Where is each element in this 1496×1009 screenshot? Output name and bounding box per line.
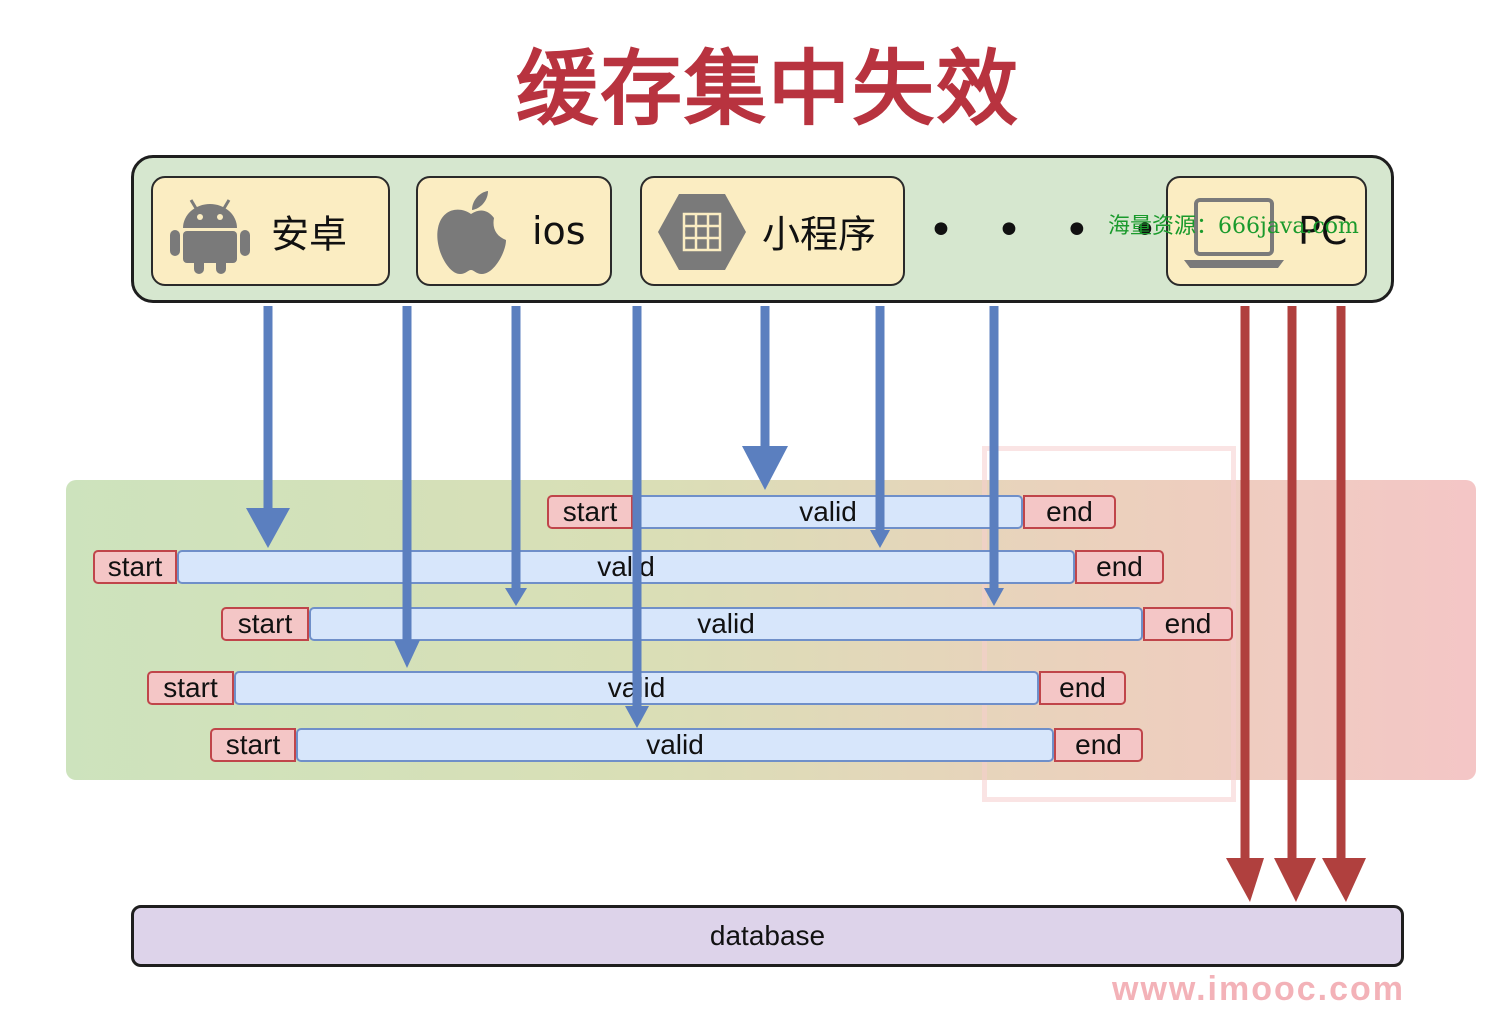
cache-hit-arrowhead — [984, 588, 1004, 606]
client-ios: ios — [416, 176, 612, 286]
client-label-mini-program: 小程序 — [762, 212, 877, 257]
cache-entry-row: start valid end — [221, 607, 1233, 641]
client-pc: PC — [1166, 176, 1367, 286]
watermark-text: 海量资源：666java.com — [1108, 214, 1359, 239]
cache-start-segment: start — [147, 671, 234, 705]
cache-hit-arrowhead — [742, 446, 788, 490]
cache-valid-segment: valid — [296, 728, 1054, 762]
db-hit-arrowhead — [1274, 858, 1316, 902]
cache-valid-segment: valid — [633, 495, 1023, 529]
db-hit-arrowhead — [1322, 858, 1366, 902]
cache-entry-row: start valid end — [210, 728, 1143, 762]
android-icon — [170, 199, 250, 274]
db-hit-arrowhead — [1226, 858, 1264, 902]
cache-hit-arrowhead — [870, 530, 890, 548]
client-mini-program: 小程序 — [640, 176, 905, 286]
client-label-ios: ios — [532, 209, 586, 253]
cache-hit-arrowhead — [505, 588, 527, 606]
cache-end-segment: end — [1039, 671, 1126, 705]
database-box: database — [131, 905, 1404, 967]
cache-start-segment: start — [93, 550, 177, 584]
apple-icon — [437, 191, 506, 274]
cache-entry-row: start valid end — [547, 495, 1116, 529]
cache-end-segment: end — [1023, 495, 1116, 529]
cache-hit-arrowhead — [394, 640, 420, 668]
cache-end-segment: end — [1054, 728, 1143, 762]
cache-entry-row: start valid end — [93, 550, 1164, 584]
cache-valid-segment: valid — [177, 550, 1075, 584]
laptop-icon — [1184, 198, 1284, 268]
client-label-android: 安卓 — [271, 212, 348, 257]
client-android: 安卓 — [151, 176, 390, 286]
client-label-pc: PC — [1298, 209, 1348, 253]
cache-start-segment: start — [221, 607, 309, 641]
cache-end-segment: end — [1143, 607, 1233, 641]
cache-end-segment: end — [1075, 550, 1164, 584]
cache-hit-arrowhead — [246, 508, 290, 548]
footer-watermark: www.imooc.com — [1112, 970, 1406, 1008]
cache-start-segment: start — [210, 728, 296, 762]
cache-start-segment: start — [547, 495, 633, 529]
cache-hit-arrowhead — [625, 706, 649, 728]
page-title: 缓存集中失效 — [515, 42, 1020, 137]
cache-valid-segment: valid — [309, 607, 1143, 641]
mini-program-icon — [658, 194, 746, 270]
